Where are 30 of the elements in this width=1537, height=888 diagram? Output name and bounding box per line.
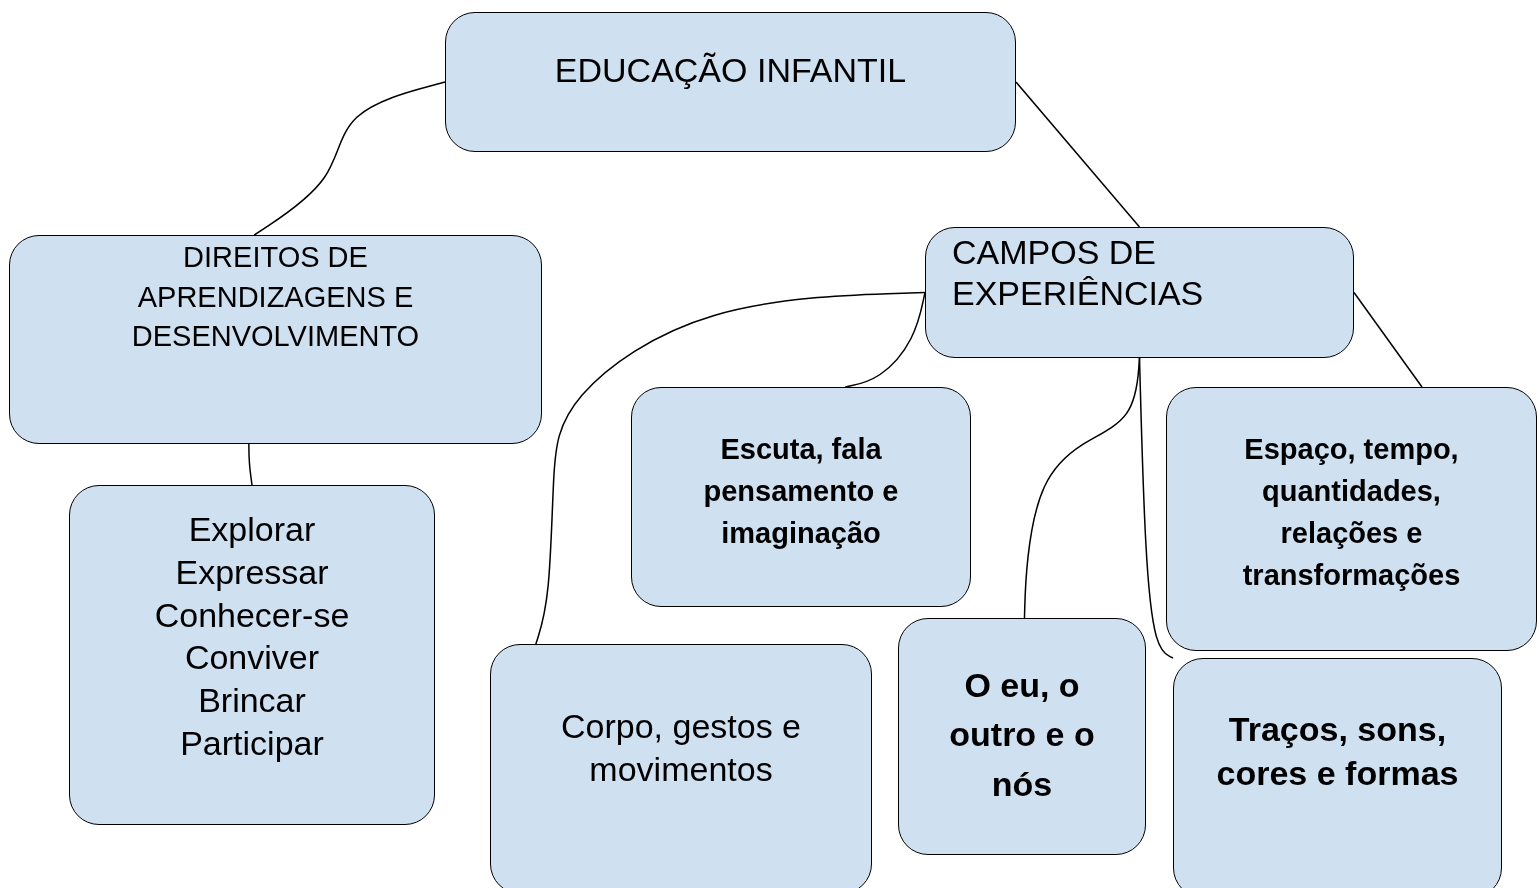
concept-box (1173, 658, 1502, 888)
connector-line (1015, 81, 1141, 228)
connector-line (253, 81, 446, 236)
node-label: Brincar (198, 680, 306, 722)
connector-line (535, 291, 926, 645)
concept-box (1166, 387, 1537, 651)
node-label: Participar (180, 723, 324, 765)
connector-line (844, 291, 926, 388)
node-label: Espaço, tempo, quantidades, relações e transformações (1241, 432, 1462, 594)
connector-line (1138, 357, 1174, 659)
node-label: EDUCAÇÃO INFANTIL (554, 51, 907, 91)
concept-box (69, 485, 435, 825)
node-label: Escuta, fala pensamento e imaginação (702, 432, 900, 552)
node-label: O eu, o outro e o nós (948, 665, 1096, 805)
node-label: Conviver (184, 637, 320, 679)
connector-line (248, 443, 253, 486)
concept-box (898, 618, 1146, 855)
node-label: DIREITOS DE APRENDIZAGENS E DESENVOLVIMENTO (130, 240, 421, 355)
node-label: Traços, sons, cores e formas (1215, 709, 1460, 795)
concept-box (631, 387, 971, 607)
node-label: Corpo, gestos e movimentos (560, 706, 802, 790)
concept-box (445, 12, 1016, 152)
concept-box (490, 644, 872, 888)
node-label: CAMPOS DE EXPERIÊNCIAS (952, 232, 1205, 314)
concept-box (9, 235, 542, 444)
node-label: Explorar (188, 509, 316, 550)
node-label: Expressar (175, 551, 329, 593)
concept-box (925, 227, 1354, 358)
connector-line (1353, 291, 1423, 388)
node-label: Conhecer-se (154, 594, 350, 636)
